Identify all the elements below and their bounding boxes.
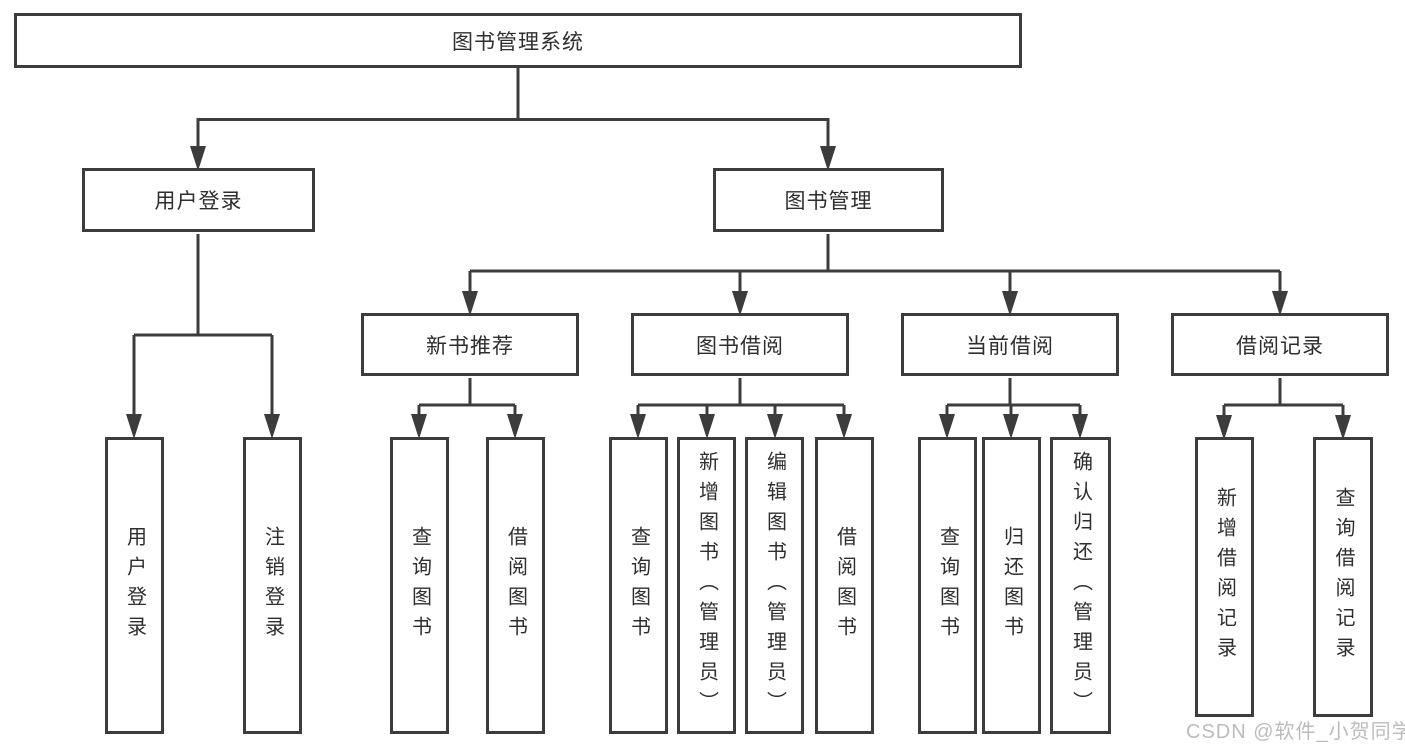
node-label: 借阅图书: [504, 525, 527, 646]
node-book-management: 图书管理: [713, 168, 944, 232]
node-label: 图书借阅: [696, 334, 784, 358]
leaf-borrow-add-books-admin: 新增图书（管理员）: [677, 437, 736, 734]
node-label: 当前借阅: [966, 334, 1054, 358]
node-label: 用户登录: [154, 190, 243, 213]
leaf-user-login: 用户登录: [105, 437, 164, 734]
node-label: 注销登录: [261, 525, 284, 646]
leaf-logout: 注销登录: [243, 437, 302, 734]
leaf-current-return-books: 归还图书: [982, 437, 1041, 734]
leaf-current-query-books: 查询图书: [918, 437, 977, 734]
node-label: 图书管理: [784, 190, 873, 213]
node-label: 查询图书: [627, 525, 650, 646]
node-label: 图书管理系统: [452, 30, 584, 54]
csdn-watermark: CSDN @软件_小贺同学: [1186, 721, 1405, 743]
leaf-records-query-record: 查询借阅记录: [1313, 437, 1373, 717]
node-label: 查询图书: [408, 525, 431, 646]
node-label: 借阅记录: [1236, 334, 1324, 358]
node-label: 新书推荐: [426, 334, 514, 358]
node-label: 新增图书（管理员）: [695, 450, 718, 721]
leaf-current-confirm-return-admin: 确认归还（管理员）: [1050, 437, 1111, 734]
node-current-borrow: 当前借阅: [901, 313, 1119, 376]
node-label: 编辑图书（管理员）: [763, 450, 786, 721]
leaf-borrow-borrow-books: 借阅图书: [815, 437, 874, 734]
node-new-book-recommend: 新书推荐: [361, 313, 579, 376]
node-label: 查询图书: [936, 525, 959, 646]
node-label: 查询借阅记录: [1332, 487, 1354, 667]
node-book-borrow: 图书借阅: [631, 313, 849, 376]
node-label: 确认归还（管理员）: [1069, 450, 1092, 721]
leaf-recommend-query-books: 查询图书: [390, 437, 449, 734]
node-label: 归还图书: [1000, 525, 1023, 646]
node-label: 借阅图书: [833, 525, 856, 646]
leaf-borrow-query-books: 查询图书: [609, 437, 668, 734]
node-user-login: 用户登录: [82, 168, 315, 232]
leaf-records-add-record: 新增借阅记录: [1195, 437, 1254, 717]
leaf-borrow-edit-books-admin: 编辑图书（管理员）: [745, 437, 804, 734]
leaf-recommend-borrow-books: 借阅图书: [486, 437, 545, 734]
node-borrow-records: 借阅记录: [1171, 313, 1389, 376]
node-label: 新增借阅记录: [1213, 487, 1236, 667]
node-label: 用户登录: [123, 525, 146, 646]
node-root-library-system: 图书管理系统: [14, 13, 1022, 68]
